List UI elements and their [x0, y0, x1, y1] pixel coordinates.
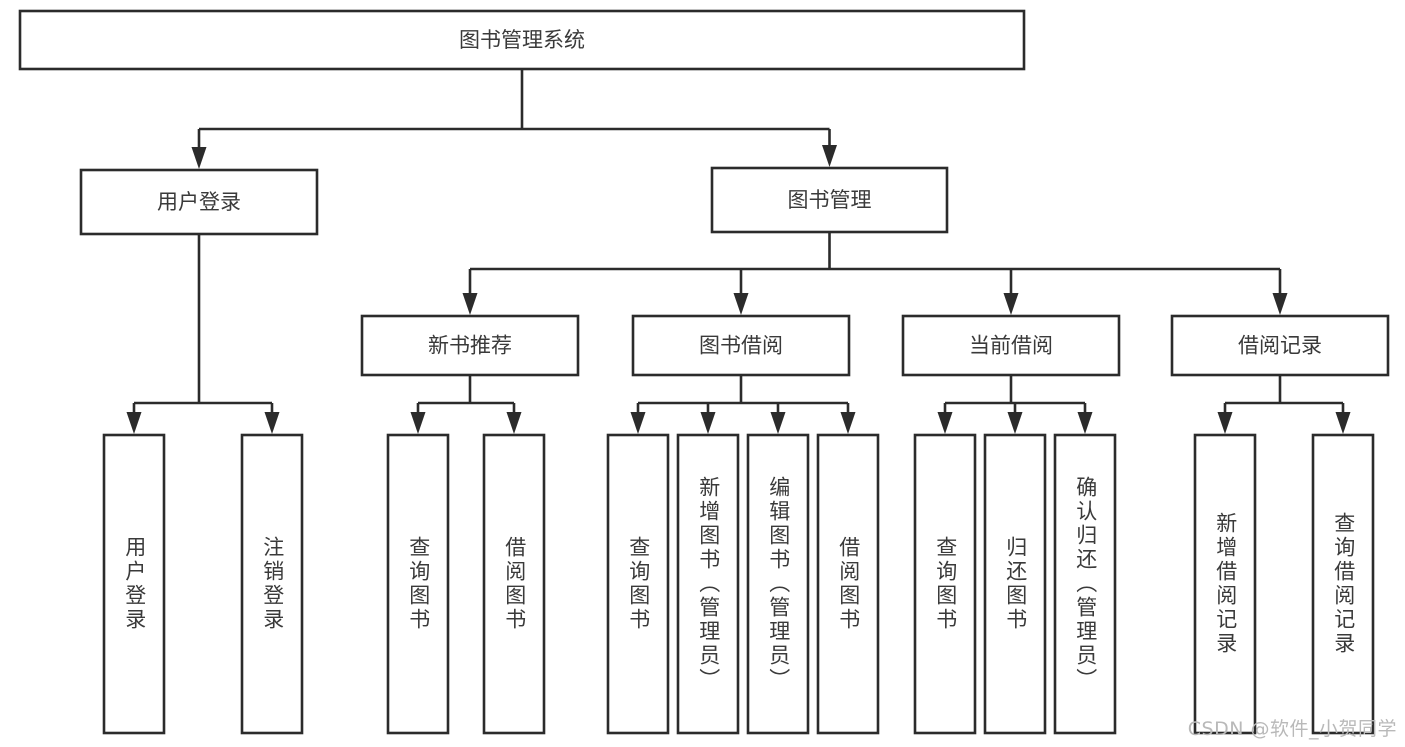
edge-group-book-manage	[462, 232, 1288, 315]
nodes-layer	[18, 9, 1390, 735]
node-box-leaf-borrow-add-book[interactable]	[676, 433, 740, 735]
edge-group-book-borrow	[630, 375, 856, 434]
node-box-leaf-borrow-edit-book[interactable]	[746, 433, 810, 735]
node-box-leaf-rec-query-record[interactable]	[1311, 433, 1375, 735]
node-label-root: 图书管理系统	[459, 28, 585, 52]
node-box-new-book-rec[interactable]	[360, 314, 580, 377]
node-label-book-borrow: 图书借阅	[699, 334, 783, 358]
node-box-book-manage[interactable]	[710, 166, 949, 234]
node-box-borrow-record[interactable]	[1170, 314, 1390, 377]
node-box-leaf-user-login[interactable]	[102, 433, 166, 735]
node-box-leaf-rec-query-book[interactable]	[386, 433, 450, 735]
edge-group-user-login	[126, 234, 280, 434]
node-label-new-book-rec: 新书推荐	[428, 334, 512, 358]
node-box-root[interactable]	[18, 9, 1026, 71]
node-box-user-login[interactable]	[79, 168, 319, 236]
node-box-book-borrow[interactable]	[631, 314, 851, 377]
node-label-user-login: 用户登录	[157, 190, 241, 214]
node-box-leaf-borrow-borrow-book[interactable]	[816, 433, 880, 735]
edge-group-borrow-record	[1217, 375, 1351, 434]
node-box-leaf-cur-query-book[interactable]	[913, 433, 977, 735]
node-label-current-borrow: 当前借阅	[969, 334, 1053, 358]
watermark-text: CSDN @软件_小贺同学	[1187, 718, 1397, 740]
edge-group-root	[191, 69, 837, 169]
node-box-leaf-user-logout[interactable]	[240, 433, 304, 735]
node-label-borrow-record: 借阅记录	[1238, 334, 1322, 358]
node-box-leaf-cur-return-book[interactable]	[983, 433, 1047, 735]
edges-layer	[126, 69, 1351, 434]
node-box-leaf-borrow-query-book[interactable]	[606, 433, 670, 735]
edge-group-new-book-rec	[410, 375, 522, 434]
node-box-leaf-cur-confirm-return[interactable]	[1053, 433, 1117, 735]
node-box-leaf-rec-add-record[interactable]	[1193, 433, 1257, 735]
node-box-leaf-rec-borrow-book[interactable]	[482, 433, 546, 735]
node-box-current-borrow[interactable]	[901, 314, 1121, 377]
node-label-book-manage: 图书管理	[788, 188, 872, 212]
edge-group-current-borrow	[937, 375, 1093, 434]
